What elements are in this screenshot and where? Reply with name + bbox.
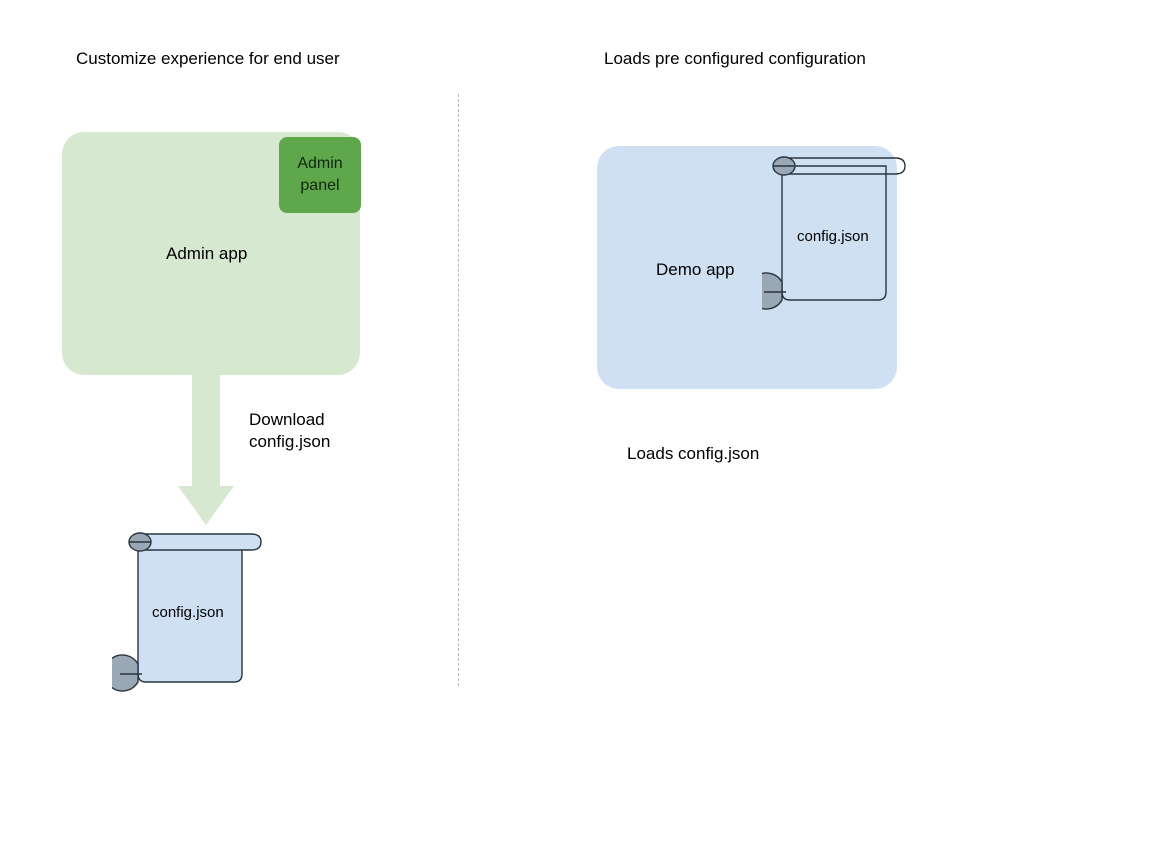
admin-panel-chip-line2: panel <box>300 177 340 194</box>
admin-panel-chip-text: Admin panel <box>297 153 342 197</box>
config-json-document-right-label: config.json <box>797 228 869 245</box>
download-arrow-icon <box>178 374 234 525</box>
admin-app-label: Admin app <box>166 244 248 263</box>
download-arrow-label: Download config.json <box>249 409 330 453</box>
demo-app-label: Demo app <box>656 260 735 279</box>
admin-panel-chip[interactable]: Admin panel <box>279 137 361 213</box>
panel-divider <box>458 94 459 686</box>
download-arrow <box>178 374 234 528</box>
config-json-document-left-label: config.json <box>152 604 224 621</box>
download-arrow-label-line2: config.json <box>249 432 331 451</box>
scroll-icon <box>103 532 262 692</box>
download-arrow-label-line1: Download <box>249 410 325 429</box>
panel-title-right: Loads pre configured configuration <box>604 49 866 68</box>
config-json-document-left[interactable] <box>103 524 272 694</box>
loads-config-caption: Loads config.json <box>627 444 760 463</box>
demo-app-box[interactable] <box>597 146 897 389</box>
panel-title-left: Customize experience for end user <box>76 49 340 68</box>
admin-panel-chip-line1: Admin <box>297 155 343 172</box>
